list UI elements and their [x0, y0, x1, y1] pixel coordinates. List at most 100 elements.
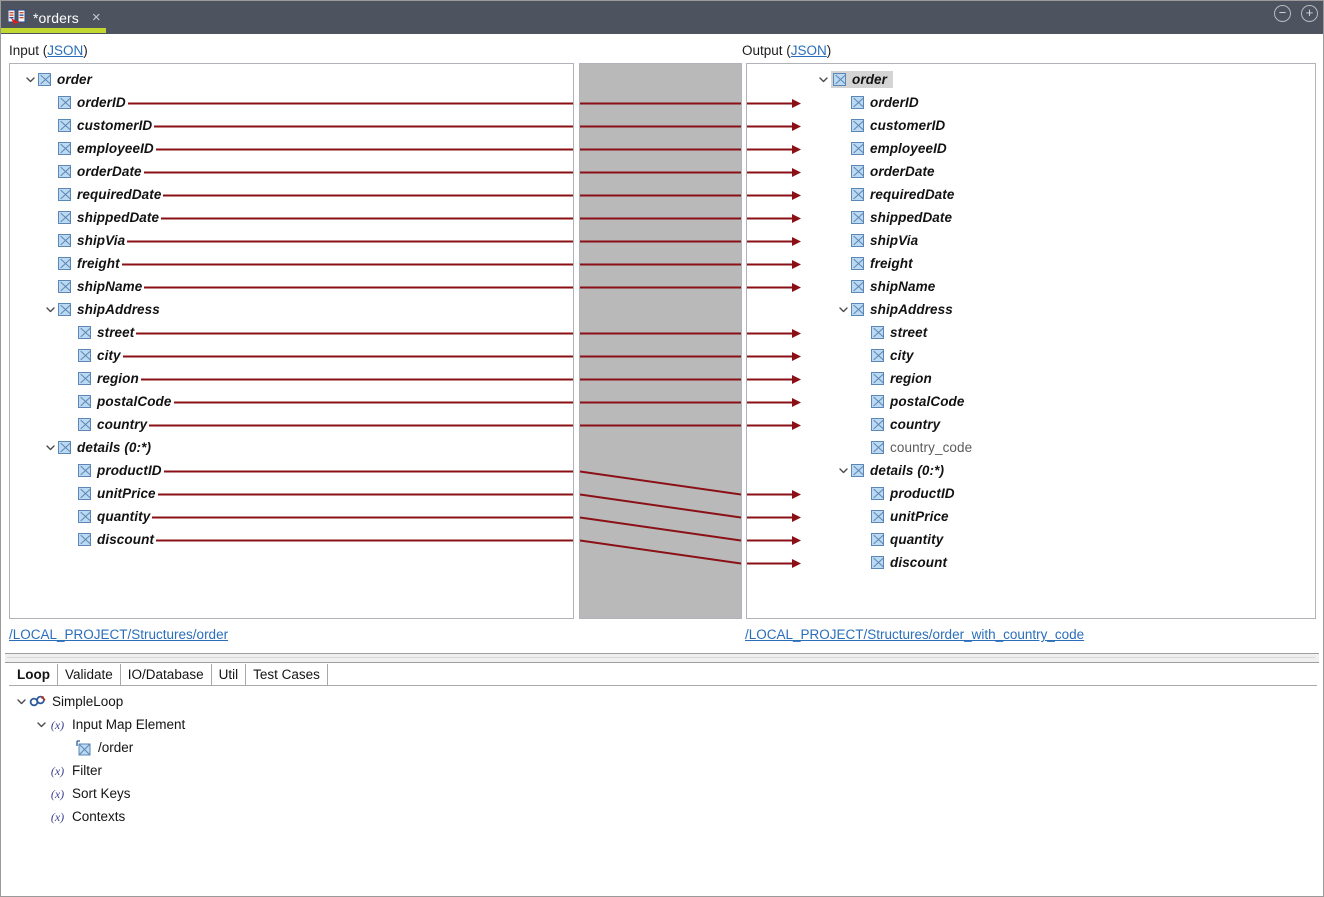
- node-checkbox-icon[interactable]: [78, 395, 91, 408]
- node-checkbox-icon[interactable]: [871, 510, 884, 523]
- tree-row-region[interactable]: region: [855, 367, 932, 390]
- tree-row-freight[interactable]: freight: [835, 252, 913, 275]
- loop-tree-row-contexts[interactable]: (x)Contexts: [33, 805, 125, 828]
- expander-icon[interactable]: [42, 298, 58, 321]
- node-checkbox-icon[interactable]: [851, 96, 864, 109]
- expander-icon[interactable]: [22, 68, 38, 91]
- node-checkbox-icon[interactable]: [78, 464, 91, 477]
- node-checkbox-icon[interactable]: [38, 73, 51, 86]
- tree-row-shipaddress[interactable]: shipAddress: [835, 298, 953, 321]
- tree-row-country-code[interactable]: country_code: [855, 436, 972, 459]
- tree-row-freight[interactable]: freight: [42, 252, 120, 275]
- tree-row-region[interactable]: region: [62, 367, 139, 390]
- tree-row-order[interactable]: order: [815, 68, 894, 91]
- tree-row-city[interactable]: city: [62, 344, 121, 367]
- input-json-link[interactable]: JSON: [47, 43, 84, 58]
- node-checkbox-icon[interactable]: [78, 487, 91, 500]
- node-checkbox-icon[interactable]: [78, 349, 91, 362]
- loop-tree-row-input-map-element[interactable]: (x)Input Map Element: [33, 713, 185, 736]
- node-checkbox-icon[interactable]: [58, 211, 71, 224]
- expander-icon[interactable]: [815, 68, 831, 91]
- expander-icon[interactable]: [835, 298, 851, 321]
- tree-row-requireddate[interactable]: requiredDate: [42, 183, 161, 206]
- node-checkbox-icon[interactable]: [871, 441, 884, 454]
- tree-row-postalcode[interactable]: postalCode: [62, 390, 172, 413]
- minimize-icon[interactable]: −: [1274, 5, 1291, 22]
- node-checkbox-icon[interactable]: [833, 73, 846, 86]
- node-checkbox-icon[interactable]: [851, 142, 864, 155]
- tree-row-discount[interactable]: discount: [855, 551, 947, 574]
- node-checkbox-icon[interactable]: [851, 211, 864, 224]
- node-checkbox-icon[interactable]: [851, 188, 864, 201]
- tree-row-unitprice[interactable]: unitPrice: [62, 482, 156, 505]
- tree-row-postalcode[interactable]: postalCode: [855, 390, 965, 413]
- node-checkbox-icon[interactable]: [871, 418, 884, 431]
- tree-row-productid[interactable]: productID: [855, 482, 955, 505]
- node-checkbox-icon[interactable]: [871, 556, 884, 569]
- tree-row-street[interactable]: street: [855, 321, 927, 344]
- node-checkbox-icon[interactable]: [851, 303, 864, 316]
- tree-row-details-0[interactable]: details (0:*): [835, 459, 944, 482]
- tree-row-order[interactable]: order: [22, 68, 92, 91]
- tree-row-orderdate[interactable]: orderDate: [42, 160, 142, 183]
- tree-row-discount[interactable]: discount: [62, 528, 154, 551]
- node-checkbox-icon[interactable]: [871, 349, 884, 362]
- tree-row-shipaddress[interactable]: shipAddress: [42, 298, 160, 321]
- node-checkbox-icon[interactable]: [58, 119, 71, 132]
- tree-row-shipname[interactable]: shipName: [835, 275, 935, 298]
- node-checkbox-icon[interactable]: [78, 326, 91, 339]
- tree-row-unitprice[interactable]: unitPrice: [855, 505, 949, 528]
- maximize-icon[interactable]: +: [1301, 5, 1318, 22]
- tree-row-orderid[interactable]: orderID: [42, 91, 126, 114]
- tree-row-customerid[interactable]: customerID: [835, 114, 945, 137]
- node-checkbox-icon[interactable]: [58, 303, 71, 316]
- node-checkbox-icon[interactable]: [851, 280, 864, 293]
- node-checkbox-icon[interactable]: [78, 510, 91, 523]
- node-checkbox-icon[interactable]: [851, 234, 864, 247]
- output-structure-path-link[interactable]: /LOCAL_PROJECT/Structures/order_with_cou…: [745, 627, 1085, 642]
- editor-tab-orders[interactable]: *orders ×: [1, 1, 109, 34]
- node-checkbox-icon[interactable]: [851, 165, 864, 178]
- output-json-link[interactable]: JSON: [790, 43, 827, 58]
- loop-tree-row-sort-keys[interactable]: (x)Sort Keys: [33, 782, 131, 805]
- tree-row-country[interactable]: country: [855, 413, 940, 436]
- input-structure-path-link[interactable]: /LOCAL_PROJECT/Structures/order: [9, 627, 229, 642]
- expander-icon[interactable]: [42, 436, 58, 459]
- tree-row-shipvia[interactable]: shipVia: [835, 229, 918, 252]
- node-checkbox-icon[interactable]: [871, 487, 884, 500]
- loop-tree-row-order[interactable]: /order: [59, 736, 133, 759]
- node-checkbox-icon[interactable]: [78, 372, 91, 385]
- tree-row-details-0[interactable]: details (0:*): [42, 436, 151, 459]
- expander-icon[interactable]: [33, 713, 49, 736]
- tree-row-street[interactable]: street: [62, 321, 134, 344]
- tree-row-city[interactable]: city: [855, 344, 914, 367]
- tree-row-shipname[interactable]: shipName: [42, 275, 142, 298]
- tree-row-quantity[interactable]: quantity: [62, 505, 150, 528]
- node-checkbox-icon[interactable]: [58, 188, 71, 201]
- tree-row-employeeid[interactable]: employeeID: [835, 137, 947, 160]
- bottom-tab-util[interactable]: Util: [211, 664, 247, 685]
- node-checkbox-icon[interactable]: [871, 326, 884, 339]
- node-checkbox-icon[interactable]: [58, 142, 71, 155]
- node-checkbox-icon[interactable]: [851, 257, 864, 270]
- node-checkbox-icon[interactable]: [58, 441, 71, 454]
- tree-row-requireddate[interactable]: requiredDate: [835, 183, 954, 206]
- node-checkbox-icon[interactable]: [871, 533, 884, 546]
- bottom-tab-loop[interactable]: Loop: [9, 664, 58, 685]
- node-checkbox-icon[interactable]: [58, 165, 71, 178]
- node-checkbox-icon[interactable]: [871, 395, 884, 408]
- bottom-tab-validate[interactable]: Validate: [58, 664, 121, 685]
- node-checkbox-icon[interactable]: [58, 234, 71, 247]
- node-checkbox-icon[interactable]: [78, 533, 91, 546]
- node-checkbox-icon[interactable]: [58, 257, 71, 270]
- node-checkbox-icon[interactable]: [851, 119, 864, 132]
- node-checkbox-icon[interactable]: [871, 372, 884, 385]
- bottom-tab-test-cases[interactable]: Test Cases: [246, 664, 328, 685]
- node-checkbox-icon[interactable]: [851, 464, 864, 477]
- loop-tree-row-filter[interactable]: (x)Filter: [33, 759, 102, 782]
- tree-row-shippeddate[interactable]: shippedDate: [835, 206, 952, 229]
- mapping-canvas-panel[interactable]: [579, 63, 742, 619]
- loop-tree-row-simpleloop[interactable]: SimpleLoop: [13, 690, 123, 713]
